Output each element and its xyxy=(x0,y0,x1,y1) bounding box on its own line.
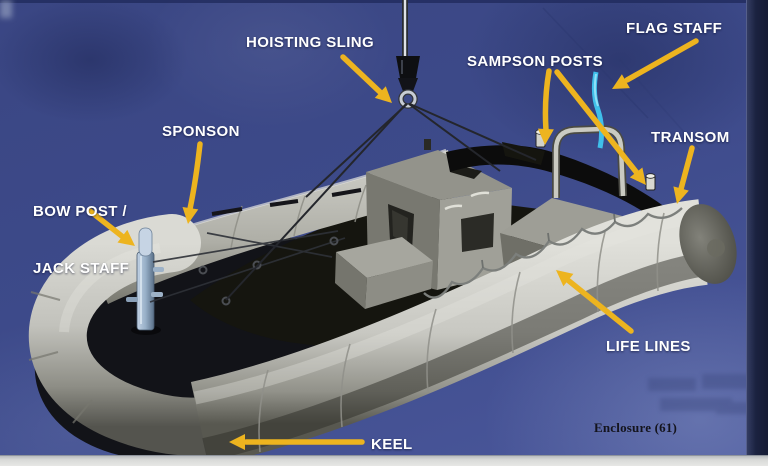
sampson-posts-arrow-forward xyxy=(537,68,554,145)
label-sponson: SPONSON xyxy=(162,123,240,140)
hoisting-sling-arrow xyxy=(340,54,392,103)
cabin-handle xyxy=(470,191,490,198)
bow-post xyxy=(126,227,164,335)
hoisting-sling-assembly xyxy=(225,0,537,301)
flag-staff-highlight xyxy=(593,73,599,107)
bow-post-arrow xyxy=(87,208,135,246)
label-flag-staff: FLAG STAFF xyxy=(626,20,723,37)
bottom-edge-strip xyxy=(0,455,768,466)
label-life-lines: LIFE LINES xyxy=(606,338,691,355)
sponson-arrow xyxy=(182,141,203,224)
life-lines-ties xyxy=(481,213,616,269)
label-keel: KEEL xyxy=(371,436,413,453)
a-frame-bar xyxy=(553,126,626,198)
right-edge-strip xyxy=(746,0,768,456)
cabin-roof-knob xyxy=(424,139,431,150)
sponson-bow-loop xyxy=(28,214,234,456)
cabin-handle xyxy=(444,204,463,211)
sampson-post-aft xyxy=(645,173,656,191)
cap-nose xyxy=(707,239,725,257)
sponson-near-tube xyxy=(190,199,709,466)
label-bow-post-line2: JACK STAFF xyxy=(33,260,130,277)
bow-rigging-lines xyxy=(149,230,346,303)
lift-rings xyxy=(198,236,339,306)
near-tube-highlight xyxy=(193,210,701,405)
enclosure-note: Enclosure (61) xyxy=(594,420,678,435)
label-bow-post-jack-staff: BOW POST / JACK STAFF xyxy=(33,164,129,316)
label-sampson-posts: SAMPSON POSTS xyxy=(467,53,604,70)
life-lines-arrow xyxy=(556,270,634,334)
far-tube-rail-segments xyxy=(211,188,362,216)
bow-loop-seams xyxy=(28,291,93,424)
sampson-posts-arrow-aft xyxy=(554,69,646,185)
label-transom: TRANSOM xyxy=(651,129,730,146)
bench-step xyxy=(335,237,433,309)
near-tube-underside xyxy=(202,252,707,462)
keel-arrow xyxy=(229,434,365,450)
label-hoisting-sling: HOISTING SLING xyxy=(246,34,375,51)
cabin-window-front xyxy=(461,213,494,252)
label-bow-post-line1: BOW POST / xyxy=(33,203,127,220)
background-watermark xyxy=(648,374,760,414)
corner-glare xyxy=(0,0,12,18)
top-edge-shade xyxy=(0,0,768,3)
flag-staff-arrow xyxy=(612,38,699,89)
transom-arrow xyxy=(673,145,695,204)
